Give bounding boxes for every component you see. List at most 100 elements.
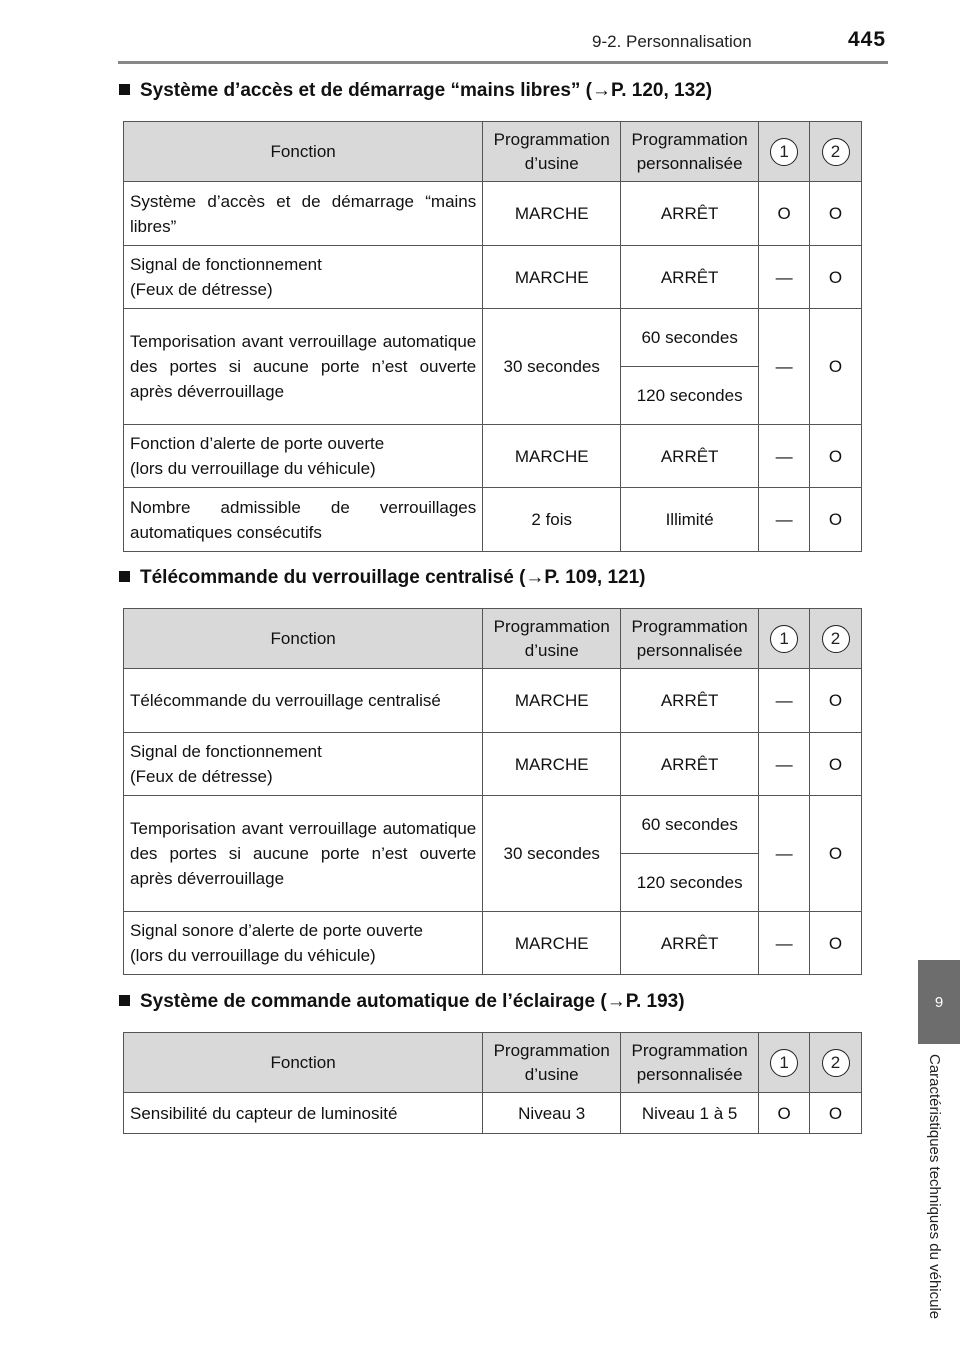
col-default: Programmation d’usine [482, 121, 622, 182]
function-cell: Signal de fonctionnement (Feux de détres… [122, 732, 484, 796]
default-cell: MARCHE [482, 732, 622, 796]
chapter-tab[interactable]: 9 [918, 960, 960, 1044]
square-bullet-icon [119, 571, 130, 582]
method1-cell: O [758, 1092, 811, 1134]
circled-1-icon: 1 [770, 624, 799, 653]
table-row: Fonction d’alerte de porte ouverte (lors… [122, 424, 862, 488]
chapter-side-label: Caractéristiques techniques du véhicule [888, 1054, 960, 1354]
col-method-2: 2 [809, 608, 862, 669]
table-row: Nombre admissible de verrouillages autom… [122, 487, 862, 552]
table-row: Signal de fonctionnement (Feux de détres… [122, 732, 862, 796]
circled-2-icon: 2 [821, 137, 850, 166]
col-method-1: 1 [758, 1032, 811, 1093]
col-method-1: 1 [758, 121, 811, 182]
method1-cell: — [758, 911, 811, 975]
section-breadcrumb: 9-2. Personnalisation [592, 32, 752, 51]
method2-cell: O [809, 1092, 862, 1134]
method2-cell: O [809, 911, 862, 975]
settings-table-1: Fonction Programmation d’usine Programma… [122, 121, 862, 552]
table-header-row: Fonction Programmation d’usine Programma… [122, 1032, 862, 1093]
section-title-1: Système d’accès et de démarrage “mains l… [119, 80, 712, 102]
method2-cell: O [809, 245, 862, 309]
col-default: Programmation d’usine [482, 608, 622, 669]
col-custom: Programmation personnalisée [620, 121, 760, 182]
custom-cell: ARRÊT [620, 424, 760, 488]
default-cell: 30 secondes [482, 308, 622, 425]
custom-cell: 60 secondes [620, 795, 760, 854]
function-cell: Signal de fonctionnement (Feux de détres… [122, 245, 484, 309]
default-cell: Niveau 3 [482, 1092, 622, 1134]
page-number: 445 [848, 28, 887, 51]
function-cell: Fonction d’alerte de porte ouverte (lors… [122, 424, 484, 488]
function-cell: Signal sonore d’alerte de porte ouverte … [122, 911, 484, 975]
col-method-2: 2 [809, 121, 862, 182]
section-title-3: Système de commande automatique de l’écl… [119, 991, 685, 1013]
method2-cell: O [809, 181, 862, 246]
method1-cell: — [758, 245, 811, 309]
method1-cell: — [758, 424, 811, 488]
table-row: Temporisation avant verrouillage automat… [122, 308, 862, 425]
table-row: Signal de fonctionnement (Feux de détres… [122, 245, 862, 309]
method2-cell: O [809, 732, 862, 796]
method2-cell: O [809, 487, 862, 552]
function-cell: Système d’accès et de démarrage “mains l… [122, 181, 484, 246]
col-default: Programmation d’usine [482, 1032, 622, 1093]
custom-cell: ARRÊT [620, 911, 760, 975]
method2-cell: O [809, 308, 862, 425]
function-cell: Temporisation avant verrouillage automat… [122, 795, 484, 912]
method2-cell: O [809, 795, 862, 912]
method1-cell: — [758, 487, 811, 552]
function-cell: Télécommande du verrouillage centralisé [122, 668, 484, 733]
method1-cell: — [758, 668, 811, 733]
default-cell: MARCHE [482, 424, 622, 488]
method1-cell: — [758, 308, 811, 425]
default-cell: MARCHE [482, 181, 622, 246]
default-cell: MARCHE [482, 911, 622, 975]
header-rule [118, 61, 888, 64]
table-row: Télécommande du verrouillage centralisé … [122, 668, 862, 733]
default-cell: 30 secondes [482, 795, 622, 912]
default-cell: MARCHE [482, 668, 622, 733]
chapter-title: Caractéristiques techniques du véhicule [926, 1054, 943, 1320]
custom-cell: ARRÊT [620, 245, 760, 309]
col-function: Fonction [122, 1032, 484, 1093]
table-header-row: Fonction Programmation d’usine Programma… [122, 608, 862, 669]
table-header-row: Fonction Programmation d’usine Programma… [122, 121, 862, 182]
chapter-number: 9 [934, 993, 944, 1011]
square-bullet-icon [119, 995, 130, 1006]
col-method-2: 2 [809, 1032, 862, 1093]
custom-cell: ARRÊT [620, 668, 760, 733]
default-cell: MARCHE [482, 245, 622, 309]
table-row: Sensibilité du capteur de luminosité Niv… [122, 1092, 862, 1134]
table-row: 120 secondes [124, 366, 862, 425]
function-cell: Sensibilité du capteur de luminosité [122, 1092, 484, 1134]
table-row: 120 secondes [124, 853, 862, 912]
function-cell: Nombre admissible de verrouillages autom… [122, 487, 484, 552]
method1-cell: O [758, 181, 811, 246]
square-bullet-icon [119, 84, 130, 95]
col-function: Fonction [122, 121, 484, 182]
col-method-1: 1 [758, 608, 811, 669]
section-title-2: Télécommande du verrouillage centralisé … [119, 567, 645, 589]
custom-cell: Illimité [620, 487, 760, 552]
custom-cell: ARRÊT [620, 181, 760, 246]
col-function: Fonction [122, 608, 484, 669]
method1-cell: — [758, 732, 811, 796]
function-cell: Temporisation avant verrouillage automat… [122, 308, 484, 425]
circled-1-icon: 1 [770, 137, 799, 166]
table-row: Temporisation avant verrouillage automat… [122, 795, 862, 912]
method2-cell: O [809, 668, 862, 733]
custom-cell: Niveau 1 à 5 [620, 1092, 760, 1134]
custom-cell: 120 secondes [620, 853, 760, 912]
method1-cell: — [758, 795, 811, 912]
custom-cell: 120 secondes [620, 366, 760, 425]
circled-1-icon: 1 [770, 1048, 799, 1077]
settings-table-3: Fonction Programmation d’usine Programma… [122, 1032, 862, 1134]
table-row: Signal sonore d’alerte de porte ouverte … [122, 911, 862, 975]
settings-table-2: Fonction Programmation d’usine Programma… [122, 608, 862, 975]
col-custom: Programmation personnalisée [620, 1032, 760, 1093]
col-custom: Programmation personnalisée [620, 608, 760, 669]
custom-cell: ARRÊT [620, 732, 760, 796]
table-row: Système d’accès et de démarrage “mains l… [122, 181, 862, 246]
custom-cell: 60 secondes [620, 308, 760, 367]
